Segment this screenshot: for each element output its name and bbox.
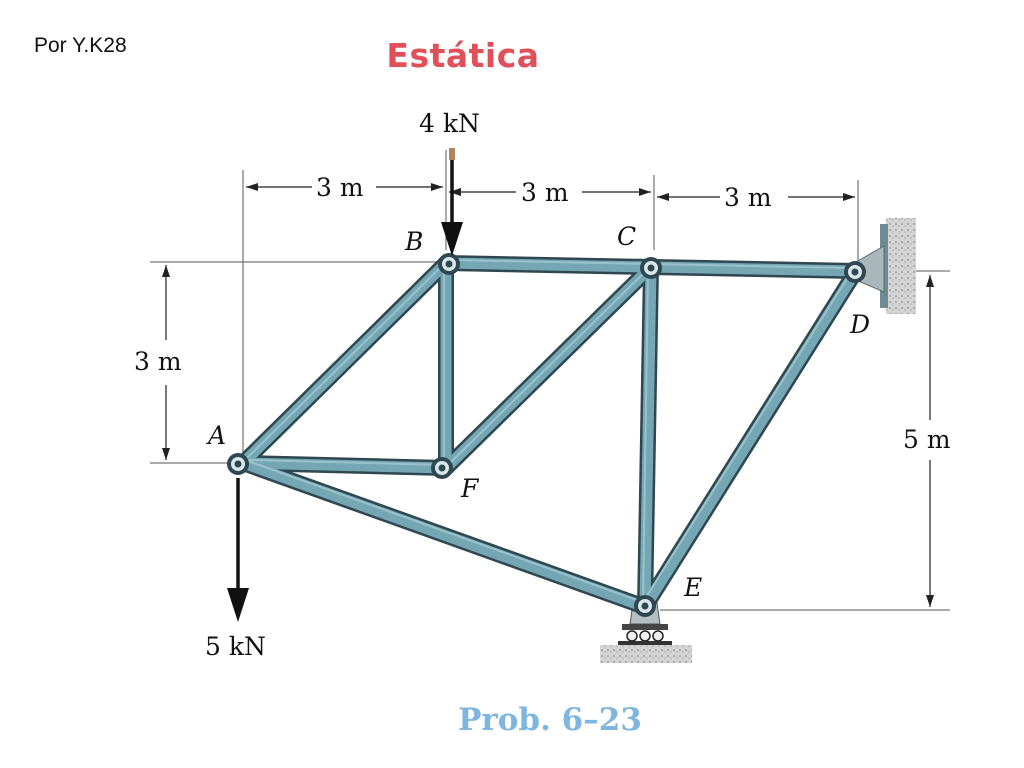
- truss-joints: [227, 253, 866, 617]
- joint-a: [227, 453, 249, 475]
- author-credit: Por Y.K28: [34, 34, 127, 57]
- load-label-bottom: 5 kN: [205, 632, 266, 661]
- joint-f: [431, 457, 453, 479]
- dimension-label-ab: 3 m: [316, 173, 364, 202]
- joint-e: [634, 595, 656, 617]
- node-label-f: F: [460, 474, 480, 503]
- force-arrow-bottom: [227, 478, 249, 622]
- load-label-top: 4 kN: [419, 109, 480, 138]
- dimension-vertical: [162, 265, 934, 607]
- roller-support: [600, 595, 692, 663]
- dimension-label-bc: 3 m: [521, 178, 569, 207]
- figure-caption: Prob. 6–23: [458, 702, 642, 738]
- dimension-label-left-height: 3 m: [134, 347, 182, 376]
- node-label-d: D: [849, 310, 870, 339]
- wall-support: [855, 218, 916, 314]
- joint-b: [438, 253, 460, 275]
- dimension-label-right-height: 5 m: [903, 425, 951, 454]
- node-label-c: C: [617, 222, 636, 251]
- node-label-b: B: [404, 227, 423, 256]
- node-label-a: A: [206, 421, 226, 450]
- joint-d: [844, 261, 866, 283]
- truss-members: [235, 255, 864, 615]
- node-label-e: E: [683, 573, 702, 602]
- dimension-label-cd: 3 m: [724, 183, 772, 212]
- force-arrow-top: [441, 148, 463, 256]
- joint-c: [640, 257, 662, 279]
- dimension-horizontal: [246, 183, 855, 201]
- page-title: Estática: [386, 36, 540, 75]
- extension-lines: [150, 150, 950, 611]
